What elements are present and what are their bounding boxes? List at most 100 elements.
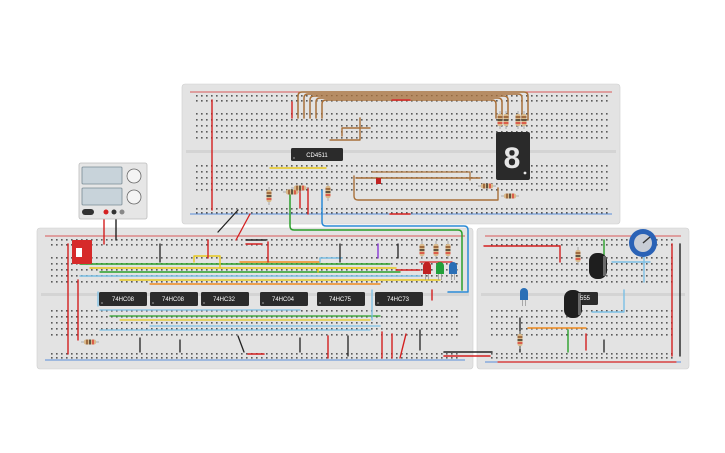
resistor-band: [291, 189, 293, 195]
led-resistor: [433, 241, 439, 259]
breadboards: [36, 83, 690, 370]
display-resistor: [497, 111, 503, 129]
resistor-band: [419, 252, 425, 254]
resistor-band: [445, 249, 451, 251]
breadboard-top-strip-holes-a: [196, 113, 608, 139]
terminal-negative: [111, 209, 117, 215]
wire-brown: [315, 97, 503, 121]
wire-yellow: [317, 267, 397, 273]
dip-switch-toggle: [76, 248, 82, 257]
wire-brown: [341, 127, 371, 137]
capacitor: [589, 253, 607, 279]
display-resistor: [515, 111, 521, 129]
resistor-band: [517, 342, 523, 344]
wire-brown: [303, 93, 523, 121]
resistor-band: [489, 183, 491, 189]
resistor-band: [503, 122, 509, 124]
resistor-band: [509, 193, 511, 199]
logic-chip-4-notch: [262, 302, 264, 304]
resistor-band: [445, 246, 451, 248]
resistor-band: [92, 339, 94, 345]
wire-brown: [353, 175, 499, 201]
capacitor-stripe: [603, 256, 606, 276]
timer-555-label: 555: [580, 296, 591, 302]
resistor-band: [521, 122, 527, 124]
power-supply[interactable]: [78, 162, 148, 220]
led-blue-right: [520, 288, 528, 300]
resistor-band: [503, 119, 509, 121]
resistor: [478, 183, 496, 189]
wire-blue: [321, 189, 469, 293]
resistor-band: [483, 183, 485, 189]
knob-icon[interactable]: [126, 168, 142, 184]
capacitor-stripe: [578, 293, 581, 315]
resistor-band: [266, 195, 272, 197]
wire-yellow: [193, 255, 221, 269]
screen-icon: [81, 187, 123, 206]
resistor-band: [515, 122, 521, 124]
logic-chip-2-notch: [152, 302, 154, 304]
led-resistor: [419, 241, 425, 259]
chip-6-label: 74HC73: [387, 297, 410, 303]
breadboard-main-strip-holes-b: [51, 310, 458, 336]
logic-chip-3: [201, 292, 249, 306]
wire-brown: [309, 95, 509, 121]
resistor: [517, 331, 523, 349]
seven-segment-display: [496, 132, 530, 180]
display-resistor: [521, 111, 527, 129]
resistor-band: [445, 252, 451, 254]
resistor-band: [575, 252, 581, 254]
led-blue: [449, 262, 457, 274]
resistor-band: [288, 189, 290, 195]
logic-chip-5-notch: [319, 302, 321, 304]
resistor: [266, 187, 272, 205]
small-led-red: [376, 178, 381, 184]
resistor-band: [266, 192, 272, 194]
breadboard-main-rail-holes: [51, 353, 458, 359]
resistor-band: [506, 193, 508, 199]
breadboard-main-channel: [41, 293, 469, 296]
resistor-band: [86, 339, 88, 345]
logic-chip-2: [150, 292, 198, 306]
cd4511-chip-notch: [293, 157, 295, 159]
capacitor: [564, 290, 582, 318]
breadboard-main: [36, 227, 474, 370]
resistor-band: [497, 119, 503, 121]
chip-2-label: 74HC08: [162, 297, 185, 303]
knob-icon[interactable]: [126, 189, 142, 205]
resistor-band: [503, 116, 509, 118]
resistor: [291, 185, 309, 191]
logic-chip-1: [99, 292, 147, 306]
terminal-ground: [119, 209, 125, 215]
resistor-band: [517, 336, 523, 338]
wire-brown: [371, 171, 471, 181]
screen-icon: [81, 166, 123, 185]
breadboard-top-rail-holes: [196, 208, 608, 214]
resistor: [81, 339, 99, 345]
display-resistor: [503, 111, 509, 129]
resistor-band: [325, 194, 331, 196]
wire-red: [399, 333, 407, 359]
chip-5-label: 74HC75: [329, 297, 352, 303]
power-switch-icon[interactable]: [82, 209, 94, 215]
resistor-band: [521, 119, 527, 121]
resistor-band: [433, 252, 439, 254]
wire-lightblue: [591, 289, 625, 313]
logic-chip-6-notch: [377, 302, 379, 304]
resistor: [501, 193, 519, 199]
resistor-band: [497, 116, 503, 118]
resistor-band: [296, 185, 298, 191]
resistor-band: [325, 191, 331, 193]
resistor: [575, 247, 581, 265]
terminal-positive: [103, 209, 109, 215]
chip-1-label: 74HC08: [112, 297, 135, 303]
logic-chip-4: [260, 292, 308, 306]
resistor-band: [433, 246, 439, 248]
resistor-band: [302, 185, 304, 191]
resistor-band: [325, 188, 331, 190]
wire-black: [217, 209, 239, 233]
breadboard-main-strip-holes-a: [51, 257, 458, 283]
breadboard-right-strip-holes-a: [491, 257, 673, 283]
cd4511-label: CD4511: [306, 153, 328, 159]
